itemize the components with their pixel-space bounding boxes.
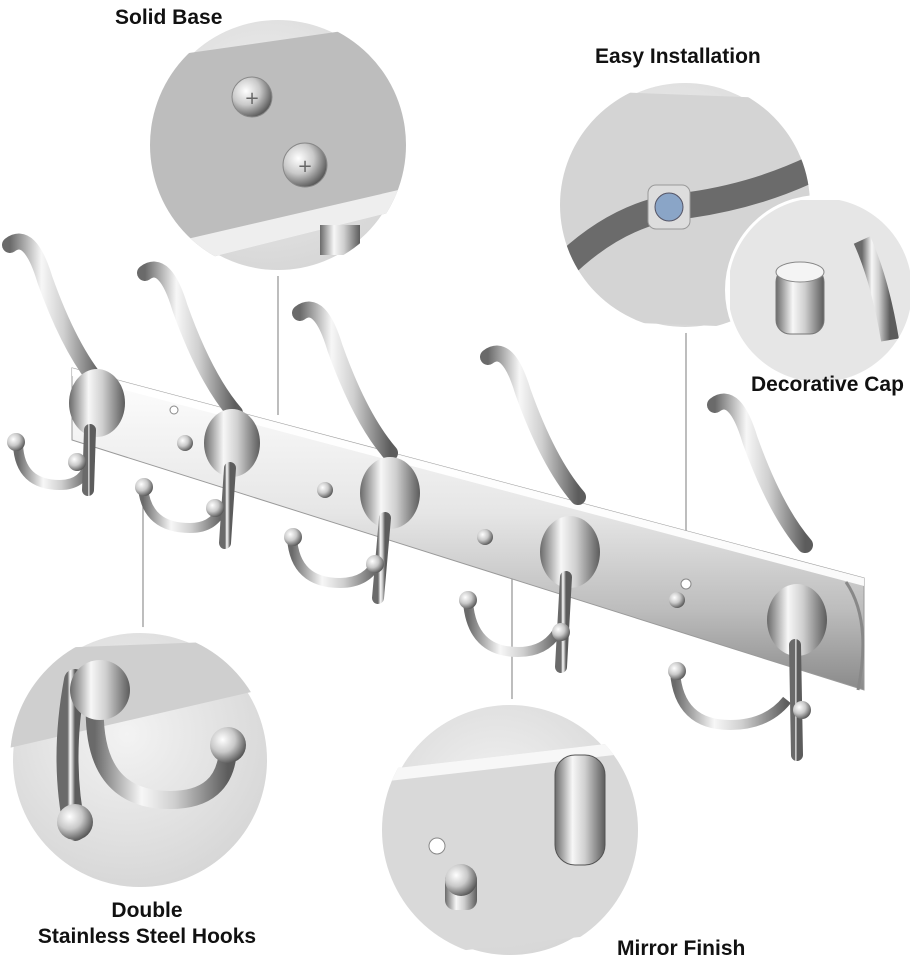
inset-double-hooks	[7, 627, 273, 893]
label-double-hooks-line1: Double	[111, 899, 183, 922]
hook	[2, 233, 125, 496]
hook	[284, 301, 420, 604]
svg-text:+: +	[244, 88, 259, 109]
label-easy-installation: Easy Installation	[595, 45, 761, 68]
svg-text:+: +	[297, 156, 312, 177]
hooks	[2, 233, 827, 761]
label-decorative-cap: Decorative Cap	[751, 373, 904, 396]
inset-solid-base: + +	[147, 14, 409, 276]
label-double-hooks-line2: Stainless Steel Hooks	[37, 925, 257, 948]
inset-mirror-finish	[379, 699, 641, 961]
hook	[459, 345, 600, 673]
label-mirror-finish: Mirror Finish	[617, 937, 746, 960]
hook-rail	[71, 367, 865, 691]
hook	[135, 261, 260, 549]
label-solid-base: Solid Base	[115, 6, 223, 29]
inset-decorative-cap	[725, 195, 915, 385]
label-double-hooks: Double Stainless Steel Hooks	[22, 898, 272, 950]
hook	[668, 393, 827, 761]
